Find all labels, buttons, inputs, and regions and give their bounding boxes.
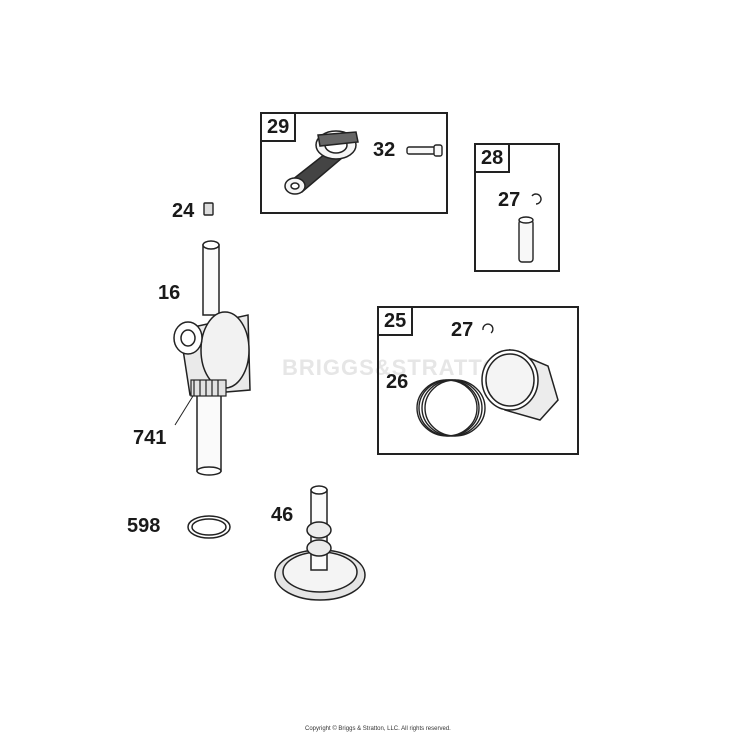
bolt-icon bbox=[406, 144, 443, 157]
connecting-rod-icon bbox=[284, 130, 359, 195]
group-label-29: 29 bbox=[260, 112, 297, 142]
callout-16: 16 bbox=[158, 282, 181, 304]
seal-ring-icon bbox=[187, 515, 231, 539]
key-icon bbox=[203, 202, 214, 216]
callout-46: 46 bbox=[271, 504, 294, 526]
camshaft-icon bbox=[274, 485, 366, 601]
callout-27-piston: 27 bbox=[451, 319, 474, 341]
callout-27-pin: 27 bbox=[498, 189, 521, 211]
retainer-clip-icon bbox=[482, 193, 542, 334]
piston-icon bbox=[481, 348, 559, 421]
callout-741: 741 bbox=[133, 427, 167, 449]
callout-32: 32 bbox=[373, 139, 396, 161]
group-label-28: 28 bbox=[474, 143, 511, 173]
leader-line-741 bbox=[174, 395, 194, 426]
copyright-text: Copyright © Briggs & Stratton, LLC. All … bbox=[305, 726, 451, 732]
group-box-29: 29 bbox=[260, 112, 448, 214]
callout-598: 598 bbox=[127, 515, 161, 537]
group-box-28: 28 bbox=[474, 143, 560, 272]
piston-pin-icon bbox=[518, 216, 534, 263]
callout-24: 24 bbox=[172, 200, 195, 222]
group-label-25: 25 bbox=[377, 306, 414, 336]
crankshaft-icon bbox=[173, 240, 251, 476]
piston-rings-icon bbox=[416, 379, 486, 437]
group-box-25: 25 bbox=[377, 306, 579, 455]
gear-icon bbox=[190, 379, 227, 397]
watermark-text: BRIGGS&STRATTON bbox=[282, 355, 518, 380]
callout-26: 26 bbox=[386, 371, 409, 393]
